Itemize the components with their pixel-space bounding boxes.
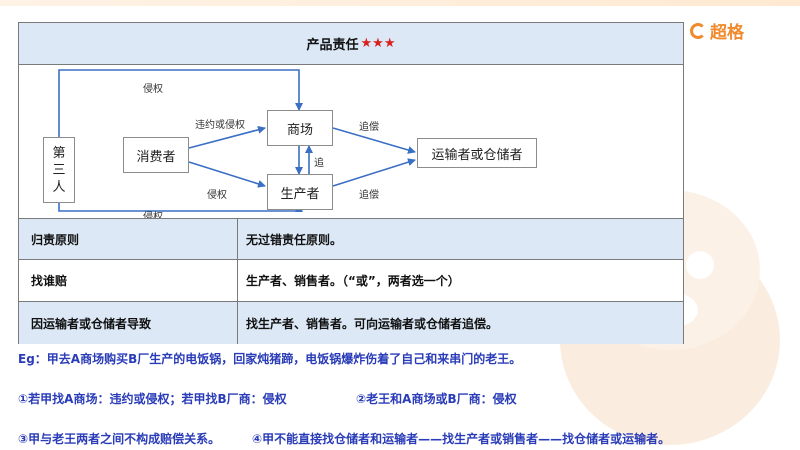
label-top-tort: 侵权 [143,84,163,95]
product-liability-card: 产品责任★★★ [18,22,684,344]
top-accent-strip [0,0,800,6]
label-producer-tort: 侵权 [207,190,227,201]
brand-logo: 超格 [690,18,744,43]
node-merchant: 商场 [267,110,333,146]
node-consumer: 消费者 [123,137,189,173]
row-label: 找谁赔 [19,260,238,301]
card-title: 产品责任 [306,38,359,53]
arrow-merchant-to-carrier [332,127,416,154]
brand-logo-text: 超格 [710,23,744,43]
card-title-bar: 产品责任★★★ [19,23,683,65]
label-recourse-producer: 追偿 [359,190,379,201]
row-value: 找生产者、销售者。可向运输者或仓储者追偿。 [246,316,499,331]
table-row: 找谁赔 生产者、销售者。（“或”，两者选一个） [19,260,683,302]
note-point-4: ④甲不能直接找仓储者和运输者——找生产者或销售者——找仓储者或运输者。 [252,432,671,446]
diagram-arrows [58,69,416,212]
note-point-1: ①若甲找A商场：违约或侵权；若甲找B厂商：侵权 [18,392,287,406]
row-label: 归责原则 [19,219,238,259]
liability-diagram: 第三人 消费者 商场 生产者 运输者或仓储者 侵权 违约或侵权 侵权 侵权 追 … [19,66,683,223]
row-value: 生产者、销售者。（“或”，两者选一个） [246,274,460,288]
table-row: 归责原则 无过错责任原则。 [19,218,683,260]
brand-logo-icon [690,22,706,39]
label-recourse-merchant: 追偿 [359,122,379,133]
arrow-consumer-to-producer [188,161,266,188]
note-example: Eg：甲去A商场购买B厂生产的电饭锅，回家炖猪蹄，电饭锅爆炸伤着了自己和来串门的… [18,352,522,366]
arrow-producer-to-carrier [332,158,416,187]
note-point-3: ③甲与老王两者之间不构成赔偿关系。 [18,432,221,446]
note-point-2: ②老王和A商场或B厂商：侵权 [356,392,517,406]
arrow-consumer-to-merchant [188,125,266,149]
row-value: 无过错责任原则。 [246,232,343,247]
node-carrier-or-warehouse: 运输者或仓储者 [417,138,537,168]
label-breach-or-tort: 违约或侵权 [195,120,245,131]
label-bottom-tort: 侵权 [143,208,163,223]
importance-stars: ★★★ [360,36,396,51]
label-recourse: 追 [314,158,324,169]
arrow-third-to-merchant [58,69,303,137]
row-label: 因运输者或仓储者导致 [19,302,238,344]
node-third-party: 第三人 [43,137,75,203]
arrow-third-to-producer [58,203,303,212]
node-producer: 生产者 [267,174,333,210]
table-row: 因运输者或仓储者导致 找生产者、销售者。可向运输者或仓储者追偿。 [19,302,683,344]
